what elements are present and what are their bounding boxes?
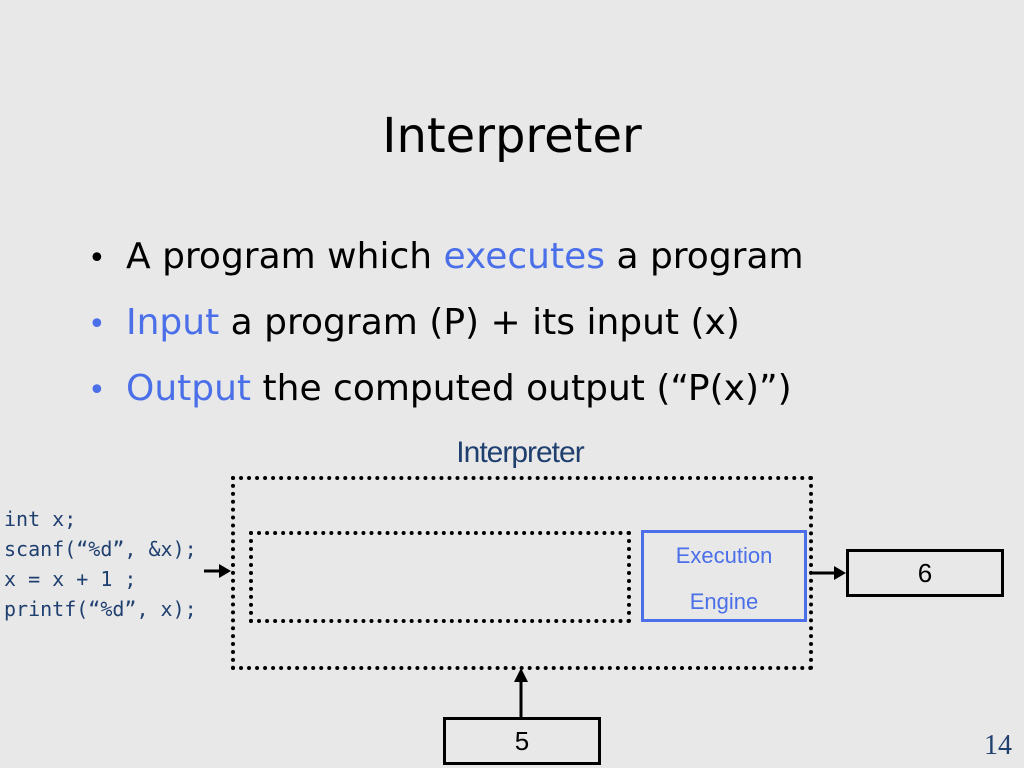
output-value-box: 6 [846,549,1004,597]
output-arrow [810,566,846,580]
code-line: printf(“%d”, x); [4,597,197,621]
execution-engine-box: Execution Engine [641,530,807,622]
bullet-accent-text: executes [443,236,606,277]
slide-number: 14 [984,730,1012,761]
bullet-text-post: a program (P) + its input (x) [219,302,740,343]
bullet-text: A program which [126,236,444,277]
engine-label-line1: Execution [675,543,773,568]
code-line: int x; [4,507,77,531]
bullet-dot-icon: • [88,241,106,276]
program-source-box [249,531,631,623]
diagram-title: Interpreter [456,436,584,469]
bullet-text-post: the computed output (“P(x)”) [251,368,792,409]
bullet-item: • A program which executes a program [88,228,804,294]
bullet-dot-icon: • [88,307,106,342]
bullet-dot-icon: • [88,373,106,408]
code-line: scanf(“%d”, &x); [4,537,197,561]
input-value-box: 5 [443,717,601,765]
bullet-list: • A program which executes a program • Inp… [88,228,804,426]
bullet-text-post: a program [605,236,804,277]
engine-label-line2: Engine [689,589,759,614]
bullet-item: • Input a program (P) + its input (x) [88,294,804,360]
bullet-item: • Output the computed output (“P(x)”) [88,360,804,426]
data-input-arrow [514,668,528,717]
bullet-accent-text: Input [126,302,220,343]
program-code: int x; scanf(“%d”, &x); x = x + 1 ; prin… [4,504,197,624]
code-line: x = x + 1 ; [4,567,137,591]
bullet-accent-text: Output [126,368,252,409]
program-input-arrow [204,564,231,578]
slide-title: Interpreter [382,108,642,164]
